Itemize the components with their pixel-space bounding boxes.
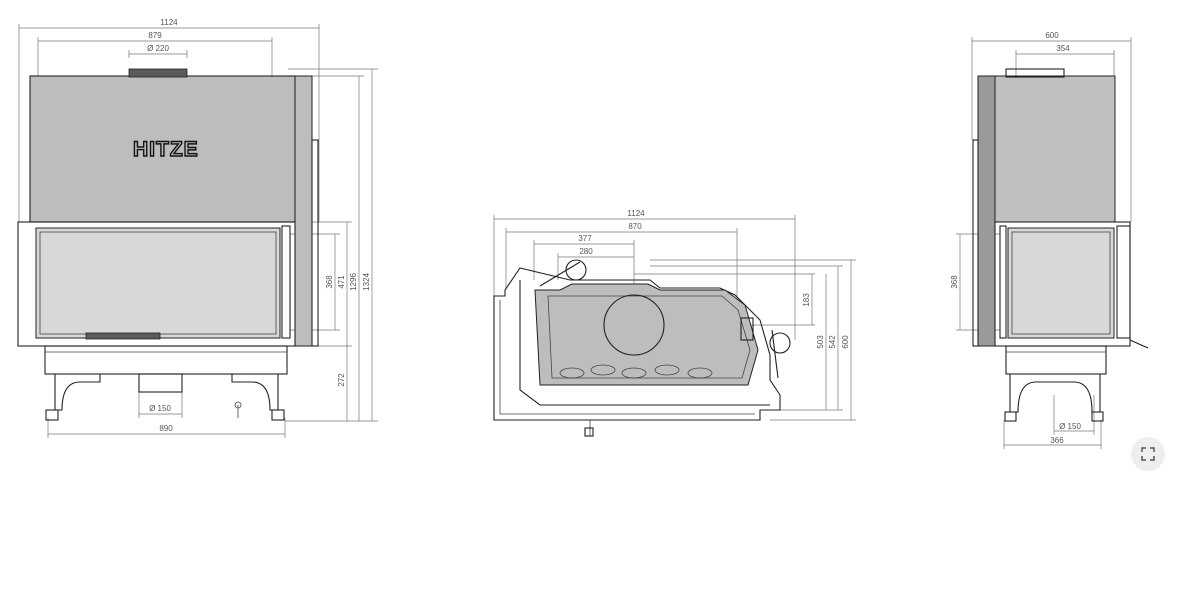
- top-dim-offset-flue: 377: [578, 234, 592, 243]
- side-dim-air-inlet: Ø 150: [1059, 422, 1081, 431]
- front-flue-collar: [128, 68, 188, 78]
- front-dim-width-inner: 879: [148, 31, 162, 40]
- front-dim-glass-height: 368: [325, 275, 334, 289]
- front-dim-width-total: 1124: [160, 18, 178, 27]
- top-dim-width-inner: 870: [628, 222, 642, 231]
- side-dim-depth-total: 600: [1045, 31, 1059, 40]
- front-dim-air-inlet: Ø 150: [149, 404, 171, 413]
- side-dim-base-depth: 366: [1050, 436, 1064, 445]
- front-dim-leg-height: 272: [337, 373, 346, 387]
- top-dim-width-total: 1124: [627, 209, 645, 218]
- top-dim-depth-503: 503: [816, 335, 825, 349]
- side-dim-glass-height: 368: [950, 275, 959, 289]
- front-dim-door-height: 471: [337, 275, 346, 289]
- front-dim-height-total: 1324: [362, 273, 371, 291]
- expand-icon: [1141, 447, 1155, 461]
- front-side-panel: [294, 75, 313, 347]
- top-right-handle: [769, 332, 791, 354]
- front-dimension-lines: [18, 24, 378, 438]
- brand-logo: HITZE: [133, 138, 199, 161]
- expand-view-button[interactable]: [1131, 437, 1165, 471]
- front-dim-height-to-top: 1296: [349, 273, 358, 291]
- front-glass-door: [35, 227, 281, 339]
- side-view: 600 354 368 Ø 150 366: [950, 31, 1149, 449]
- front-dim-flue-diameter: Ø 220: [147, 44, 169, 53]
- side-glass: [1007, 227, 1115, 339]
- top-dim-offset-flue-inner: 280: [579, 247, 593, 256]
- top-dim-flue-depth: 183: [802, 293, 811, 307]
- front-door-handle: [85, 332, 161, 340]
- top-view: 1124 870 377 280 183 503 542 600: [493, 209, 856, 437]
- top-firebox: [534, 283, 759, 386]
- front-dim-base-width: 890: [159, 424, 173, 433]
- side-hood: [994, 75, 1116, 223]
- side-dim-depth-inner: 354: [1056, 44, 1070, 53]
- top-dim-depth-600: 600: [841, 335, 850, 349]
- front-view: HITZE 1124 879 Ø 220 368 471 1296 1324 2…: [17, 18, 378, 438]
- top-left-handle: [565, 259, 587, 281]
- top-flue-circle: [603, 294, 665, 356]
- top-outer-shell: [493, 267, 781, 421]
- top-dim-depth-542: 542: [828, 335, 837, 349]
